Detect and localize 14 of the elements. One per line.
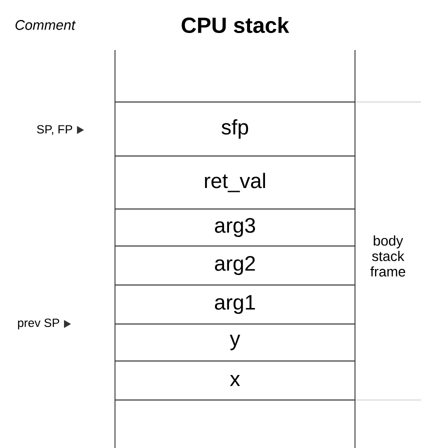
stack-cell: x: [114, 360, 356, 400]
stack-cell: ret_val: [114, 156, 356, 210]
empty-stack-cell: [114, 50, 356, 102]
stack-cell: arg2: [114, 246, 356, 286]
frame-label: body stack frame: [370, 235, 406, 277]
pointer-label: prev SP: [18, 318, 60, 330]
stack-cell: arg3: [114, 208, 356, 246]
pointer-label: SP, FP: [37, 125, 72, 135]
empty-stack-cell: [114, 400, 356, 448]
stack-cell: arg1: [114, 284, 356, 324]
column-heading: Comment: [16, 20, 76, 30]
stack-cell: y: [114, 324, 356, 362]
title: CPU stack: [182, 16, 290, 34]
stack-cell: sfp: [114, 102, 356, 156]
